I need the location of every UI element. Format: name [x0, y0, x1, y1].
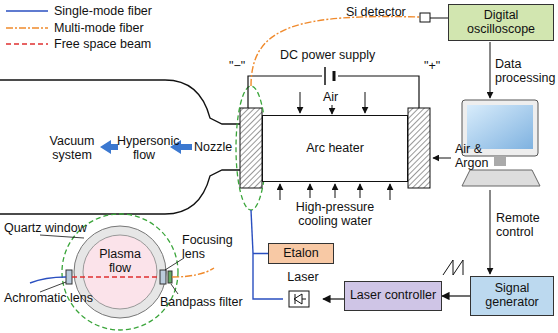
legend: Single-mode fiberMulti-mode fiberFree sp…	[4, 3, 152, 53]
remote-arrow	[490, 190, 491, 274]
instrument-box: Digital oscilloscope	[448, 4, 554, 41]
tunnel-wall	[0, 80, 240, 124]
label: "−"	[229, 60, 245, 74]
air-arrow	[332, 105, 333, 114]
gas-arrow	[433, 158, 451, 159]
water-arrow	[280, 184, 281, 200]
tunnel-wall	[0, 170, 240, 214]
label: Bandpass filter	[160, 296, 243, 310]
multimode-fiber	[251, 17, 420, 86]
legend-row: Free space beam	[4, 36, 152, 53]
legend-text: Multi-mode fiber	[54, 21, 144, 35]
leader-line	[171, 284, 178, 294]
label: Achromatic lens	[4, 292, 93, 306]
legend-text: Free space beam	[54, 37, 151, 51]
leader-line	[40, 282, 66, 292]
battery-plate	[333, 71, 336, 81]
diode-symbol	[294, 294, 306, 304]
label: Remote control	[496, 212, 552, 240]
air-arrow	[365, 92, 366, 113]
label: Nozzle	[194, 141, 232, 155]
focusing-lens	[160, 270, 166, 284]
water-arrow	[360, 184, 361, 198]
legend-sample	[4, 39, 50, 49]
laser-diode	[289, 291, 309, 307]
generator-box: Signal generator	[470, 276, 554, 316]
controller-box: Laser controller	[344, 281, 442, 311]
leader-line	[40, 235, 84, 238]
water-arrow	[310, 184, 311, 198]
node-text: Laser	[287, 271, 318, 285]
label: DC power supply	[280, 49, 375, 63]
flow-arrow	[170, 140, 192, 154]
label: High-pressure cooling water	[287, 201, 383, 229]
data-arrow	[490, 42, 491, 98]
plasma	[83, 235, 157, 309]
inset-multimode-fiber	[172, 268, 214, 277]
si-detector	[420, 13, 430, 22]
sawtooth-signal	[443, 260, 463, 275]
signal-arrow	[323, 298, 344, 299]
achromatic-lens	[66, 270, 72, 284]
leader-line	[165, 258, 184, 270]
free-space-beam	[72, 276, 160, 277]
label: Air & Argon	[455, 143, 505, 171]
battery-plate	[324, 67, 326, 85]
keyboard	[462, 170, 540, 186]
heater-box: Arc heater	[262, 115, 408, 182]
label: Si detector	[346, 6, 406, 20]
signal-arrow	[442, 295, 470, 296]
label: Data processing	[495, 58, 557, 86]
node-text: Digital oscilloscope	[449, 9, 553, 37]
label: Plasma flow	[96, 248, 144, 276]
legend-sample	[4, 6, 50, 16]
node-text: Arc heater	[306, 142, 364, 156]
node-text: Laser controller	[350, 289, 436, 303]
label: Vacuum system	[44, 135, 100, 163]
air-arrow	[300, 92, 301, 113]
water-arrow	[335, 184, 336, 198]
label: Focusing lens	[182, 234, 234, 262]
legend-text: Single-mode fiber	[54, 4, 152, 18]
legend-row: Single-mode fiber	[4, 3, 152, 20]
etalon-box: Etalon	[268, 243, 334, 264]
bandpass-filter	[168, 271, 172, 283]
label: Quartz window	[4, 222, 87, 236]
anode-flange	[408, 108, 430, 188]
inset-singlemode-fiber	[30, 277, 66, 283]
cathode-flange	[240, 108, 262, 188]
detector-cable	[430, 18, 448, 19]
flow-arrow	[100, 140, 118, 154]
legend-sample	[4, 23, 50, 33]
node-text: Etalon	[283, 247, 318, 261]
singlemode-fiber	[251, 210, 253, 253]
legend-row: Multi-mode fiber	[4, 20, 152, 37]
water-arrow	[390, 184, 391, 200]
laser-source: Laser	[283, 271, 323, 311]
label: Hypersonic flow	[117, 135, 171, 163]
label: "+"	[424, 60, 440, 74]
label: Air	[323, 91, 338, 105]
node-text: Signal generator	[471, 282, 553, 310]
monitor-stand	[494, 156, 506, 166]
